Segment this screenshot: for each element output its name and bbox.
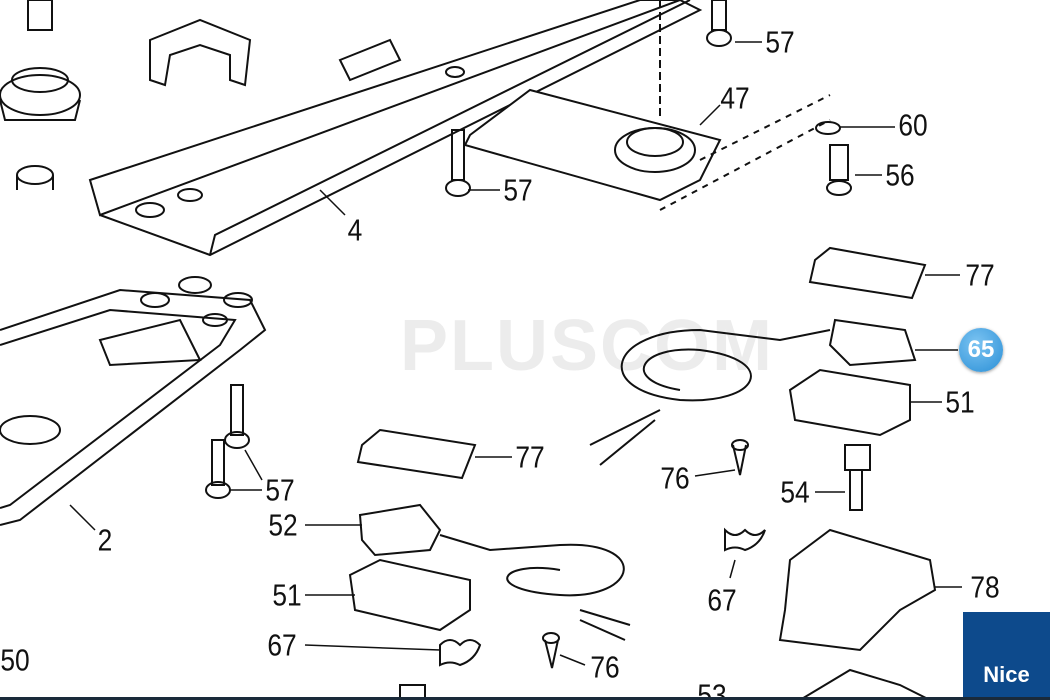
box-part-51-left (348, 558, 471, 632)
part-label-53: 53 (697, 677, 727, 700)
leader-lines (69, 41, 962, 666)
part-label-47: 47 (720, 80, 750, 116)
part-label-51: 51 (272, 577, 302, 613)
bevel-gear (0, 0, 81, 190)
part-label-54: 54 (780, 474, 810, 510)
spring-part-67-left (439, 639, 482, 667)
part-label-51: 51 (945, 384, 975, 420)
housing-part-78 (778, 528, 937, 652)
part-label-76: 76 (590, 649, 620, 685)
part-label-67: 67 (267, 627, 297, 663)
part-label-57: 57 (265, 472, 295, 508)
clip-part (149, 18, 252, 87)
pad-part-77-left (356, 428, 477, 480)
part-label-77: 77 (965, 257, 995, 293)
part-badge-65[interactable]: 65 (959, 328, 1003, 372)
nice-brand-logo: Nice (963, 612, 1050, 698)
part-label-52: 52 (268, 507, 298, 543)
box-part-51-right (788, 368, 911, 437)
part-label-4: 4 (347, 212, 363, 248)
part-label-57: 57 (765, 24, 795, 60)
part-53 (799, 668, 931, 700)
screws (205, 0, 871, 669)
pad-part-77-right (808, 246, 927, 300)
part-label-57: 57 (503, 172, 533, 208)
part-label-60: 60 (898, 107, 928, 143)
part-label-67: 67 (707, 582, 737, 618)
part-label-78: 78 (970, 569, 1000, 605)
part-label-77: 77 (515, 439, 545, 475)
bottom-border (0, 697, 1050, 700)
part-label-76: 76 (660, 460, 690, 496)
spring-part-67-right (724, 527, 766, 552)
part-label-56: 56 (885, 157, 915, 193)
rail-part-4 (88, 0, 703, 257)
part-bottom (399, 684, 426, 700)
part-label-2: 2 (97, 522, 113, 558)
arm-part-2 (0, 276, 267, 526)
part-label-50: 50 (0, 642, 30, 678)
switch-part-52 (358, 503, 631, 641)
microswitch-part-65 (589, 318, 917, 466)
watermark: PLUSCOM (400, 306, 774, 386)
